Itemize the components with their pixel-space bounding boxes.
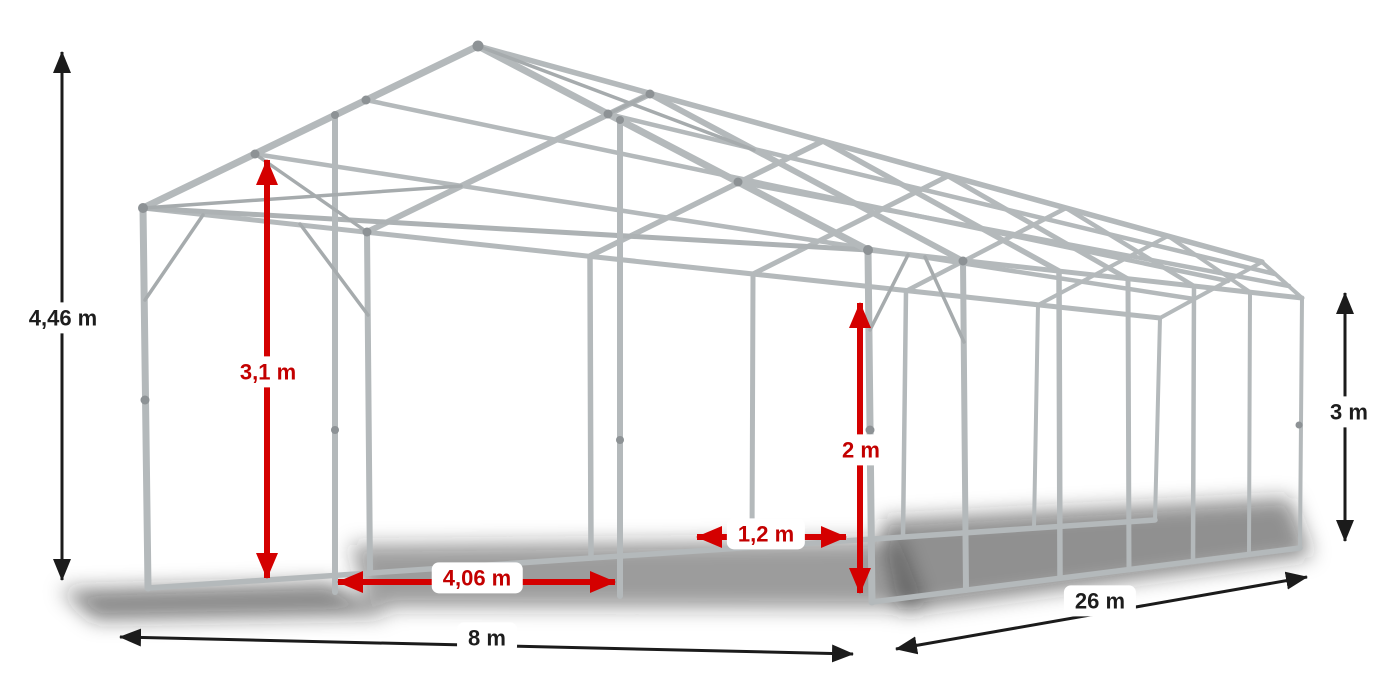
post-sleeve xyxy=(140,395,150,405)
connector-joint xyxy=(331,111,339,119)
dimension-label-side-height: 3 m xyxy=(1319,396,1379,428)
connector-joint xyxy=(645,89,655,99)
post-sleeve xyxy=(865,425,875,435)
roof-brace-right-1 xyxy=(476,44,756,152)
tent-frame xyxy=(139,42,1305,606)
connector-joint xyxy=(958,256,968,266)
connector-joint xyxy=(250,149,260,159)
dimension-label-side-door-width: 1,2 m xyxy=(726,518,806,550)
connector-joint xyxy=(863,245,873,255)
dimension-label-side-door-height: 2 m xyxy=(831,434,891,466)
post-sleeve xyxy=(1295,421,1303,429)
connector-joint xyxy=(138,203,148,213)
ridge-tube xyxy=(475,43,1265,265)
connector-joint xyxy=(361,95,371,105)
connector-joint xyxy=(472,40,484,52)
roof-purlin-left-2 xyxy=(363,97,1231,284)
roof-brace-left-1 xyxy=(141,184,463,210)
wall-brace-right-2 xyxy=(923,255,966,344)
post-sleeve xyxy=(616,436,624,444)
base-tube-left xyxy=(145,517,1158,591)
connector-joint xyxy=(733,177,743,187)
wall-brace-left-2 xyxy=(298,222,370,317)
dimension-label-gable-clear-height: 3,1 m xyxy=(228,356,308,388)
dimension-label-width: 8 m xyxy=(457,622,517,654)
dimension-label-length: 26 m xyxy=(1063,585,1137,617)
roof-purlin-right-1 xyxy=(605,111,1278,277)
post-sleeve xyxy=(331,426,339,434)
roof-brace-right-2 xyxy=(606,92,652,116)
dimension-label-total-height: 4,46 m xyxy=(17,302,109,334)
wall-brace-left-1 xyxy=(143,213,205,302)
tube-connectors xyxy=(138,40,1303,444)
roof-purlin-right-2 xyxy=(735,179,1292,289)
gable-girt-tube xyxy=(140,205,871,253)
connector-joint xyxy=(362,227,372,237)
connector-joint xyxy=(616,116,624,124)
connector-joint xyxy=(603,109,613,119)
roof-purlin-left-1 xyxy=(252,151,1197,302)
eave-tube-left xyxy=(140,205,1163,321)
dimension-label-gable-entrance-width: 4,06 m xyxy=(431,562,523,594)
shadow-front-left xyxy=(60,583,390,620)
wall-brace-right-1 xyxy=(868,253,910,332)
